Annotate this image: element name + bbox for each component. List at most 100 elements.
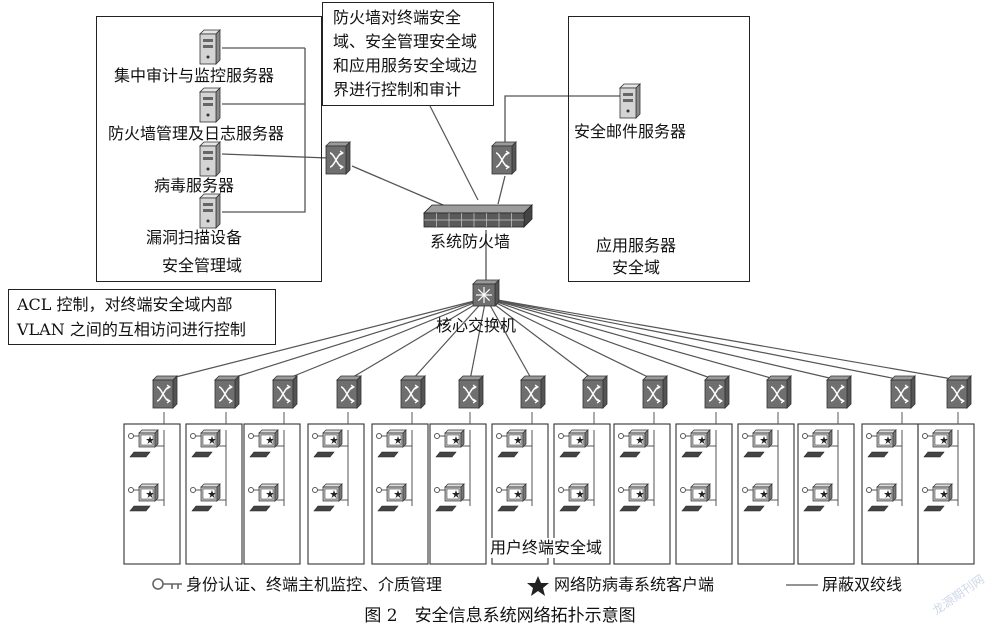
keyboard [435,505,457,512]
monitor-screen [260,434,274,446]
vlan-terminal-group [737,423,795,565]
firewall-icon [423,204,533,228]
monitor-side [892,483,897,502]
workstation-icon [128,429,159,458]
monitor-side [216,483,221,502]
scanner-device-icon [199,193,221,229]
core-to-access-link [163,297,487,381]
keyboard [497,451,519,458]
server-drive [203,45,213,48]
monitor-side [706,429,711,448]
switch-side [292,375,298,409]
access-switch-icon [642,375,668,409]
legend-cable-text: 屏蔽双绞线 [822,575,903,594]
workstation-icon [558,429,589,458]
workstation-icon [866,483,897,512]
mail-server-icon [619,83,641,119]
vlan-terminal-group [917,423,975,565]
antivirus-star-icon [330,490,338,498]
legend-key-icon [152,578,182,590]
vlan-terminal-group [675,423,733,565]
key-icon [866,487,872,493]
antivirus-star-icon [514,436,522,444]
switch-arrowheads [505,150,510,170]
switch-side [345,141,351,175]
keyboard [681,505,703,512]
switch-cross-arrows [830,386,844,402]
antivirus-star-icon [636,490,644,498]
monitor-screen [388,434,402,446]
monitor-screen [754,434,768,446]
monitor-screen [814,488,828,500]
vlan-terminal-group [371,423,429,565]
antivirus-star-icon [394,490,402,498]
monitor-side [948,429,953,448]
management-domain-box [96,16,322,282]
key-icon [618,487,624,493]
switch-cross-arrows [218,386,232,402]
monitor-side [522,483,527,502]
core-to-access-link [225,297,487,381]
keyboard [619,451,641,458]
workstation-icon [802,429,833,458]
server-led [626,109,630,113]
monitor-screen [446,488,460,500]
switch-arrowheads [718,384,723,404]
server-drive [203,97,213,100]
access-switch-icon [336,375,362,409]
keyboard [129,505,151,512]
antivirus-star-icon [208,436,216,444]
acl-note-line: ACL 控制，对终端安全域内部 [17,295,233,314]
keyboard [249,451,271,458]
key-icon [680,433,686,439]
firewall-note-line: 界进行控制和审计 [333,80,462,99]
antivirus-star-icon [820,436,828,444]
monitor-screen [140,434,154,446]
monitor-side [706,483,711,502]
antivirus-star-icon [146,436,154,444]
core-to-access-link [485,297,655,381]
antivirus-star-icon [636,436,644,444]
workstation-icon [680,483,711,512]
server-drive [203,103,213,106]
switch-arrowheads [286,384,291,404]
access-switch-icon [582,375,608,409]
keyboard [559,451,581,458]
core-star-ray [477,294,485,302]
keyboard [803,451,825,458]
antivirus-star-icon [330,436,338,444]
workstation-icon [434,483,465,512]
server-drive [203,157,213,160]
monitor-screen [630,434,644,446]
monitor-side [828,483,833,502]
keyboard [497,505,519,512]
workstation-icon [742,483,773,512]
key-icon [376,487,382,493]
monitor-side [338,483,343,502]
antivirus-star-icon [884,490,892,498]
antivirus-star-icon [698,490,706,498]
workstation-icon [680,429,711,458]
virus-server-icon [199,141,221,177]
monitor-screen [202,434,216,446]
monitor-side [584,483,589,502]
monitor-side [274,429,279,448]
vlan-terminal-group [429,423,487,565]
monitor-screen [814,434,828,446]
switch-side [662,375,668,409]
vlan-terminal-group [613,423,671,565]
user-domain-label: 用户终端安全域 [488,538,605,558]
monitor-side [274,483,279,502]
switch-side [846,375,852,409]
workstation-icon [922,483,953,512]
keyboard [803,505,825,512]
application-domain-label-2: 安全域 [612,258,661,277]
management-domain-label: 安全管理域 [162,256,243,275]
server-led [206,55,210,59]
switch-cross-arrows [708,386,722,402]
switch-side [966,375,972,409]
monitor-screen [878,488,892,500]
key-icon [434,487,440,493]
